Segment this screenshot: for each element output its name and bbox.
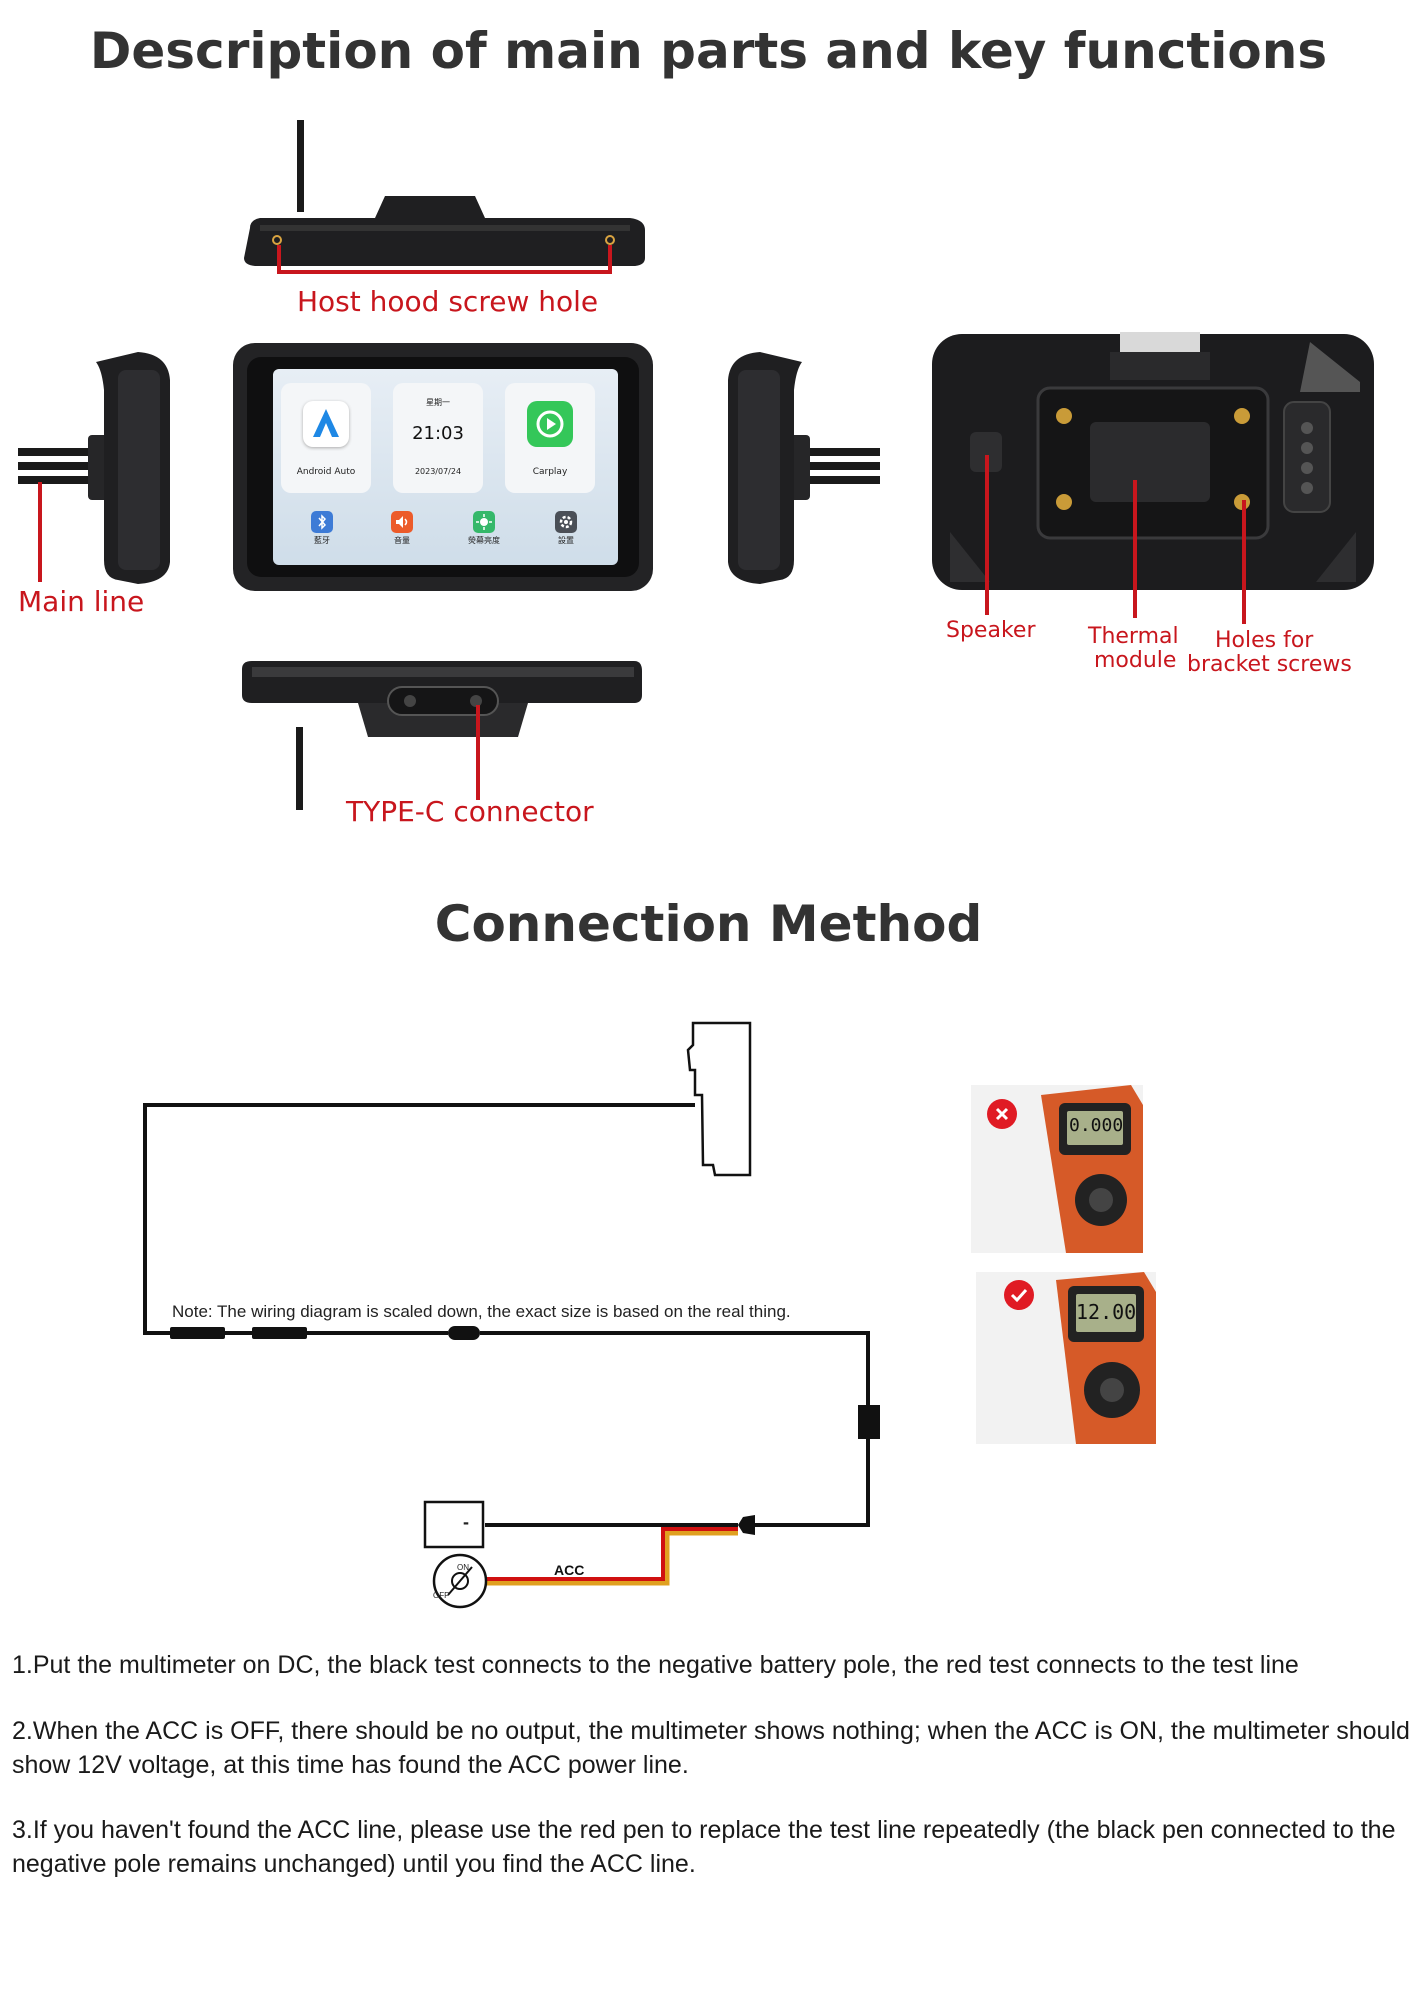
acc-label: ACC	[554, 1562, 585, 1578]
battery-negative-sign: -	[463, 1512, 469, 1532]
brightness-icon[interactable]	[473, 511, 495, 533]
right-reading: 12.00	[1076, 1300, 1137, 1324]
switch-on-label: ON	[457, 1563, 469, 1572]
device-left-side-view	[18, 350, 178, 590]
device-right-side-view	[720, 350, 880, 590]
date-label: 2023/07/24	[414, 467, 462, 476]
label-holes-line1: Holes for	[1215, 628, 1314, 653]
bluetooth-label: 藍牙	[314, 536, 330, 545]
instruction-3: 3.If you haven't found the ACC line, ple…	[12, 1816, 1396, 1878]
volume-label: 音量	[394, 536, 410, 545]
instruction-2: 2.When the ACC is OFF, there should be n…	[12, 1717, 1410, 1779]
multimeter-wrong-photo: 0.000	[971, 1085, 1143, 1253]
label-holes-line2: bracket screws	[1187, 652, 1352, 677]
multimeter-right-photo: 12.00	[976, 1272, 1156, 1444]
label-speaker: Speaker	[946, 618, 1036, 643]
section-title-connection-method: Connection Method	[434, 895, 983, 953]
screen-display: Android Auto 星期一 21:03 2023/07/24 Carpla…	[273, 369, 618, 565]
wiring-note: Note: The wiring diagram is scaled down,…	[172, 1302, 791, 1321]
carplay-icon	[527, 401, 573, 447]
wrong-x-icon	[987, 1099, 1017, 1129]
android-auto-icon	[303, 401, 349, 447]
device-top-view	[240, 120, 650, 280]
time-label: 21:03	[412, 423, 464, 444]
label-host-hood-screw-hole: Host hood screw hole	[297, 285, 599, 318]
clock-tile: 星期一 21:03 2023/07/24	[393, 383, 483, 493]
label-thermal-line2: module	[1094, 648, 1177, 673]
wrong-reading: 0.000	[1069, 1115, 1124, 1136]
android-auto-label: Android Auto	[296, 467, 356, 477]
android-auto-tile[interactable]: Android Auto	[281, 383, 371, 493]
volume-icon[interactable]	[391, 511, 413, 533]
weekday-label: 星期一	[426, 398, 450, 407]
bluetooth-icon[interactable]	[311, 511, 333, 533]
check-icon	[1004, 1280, 1034, 1310]
label-main-line: Main line	[18, 585, 145, 618]
switch-off-label: OFF	[433, 1591, 449, 1600]
label-type-c-connector: TYPE-C connector	[346, 795, 594, 828]
device-back-view	[930, 332, 1376, 592]
section-title-main-parts: Description of main parts and key functi…	[89, 22, 1328, 80]
settings-gear-icon[interactable]	[555, 511, 577, 533]
settings-label: 設置	[558, 536, 574, 545]
label-thermal-line1: Thermal	[1088, 624, 1179, 649]
carplay-tile[interactable]: Carplay	[505, 383, 595, 493]
instruction-1: 1.Put the multimeter on DC, the black te…	[12, 1651, 1299, 1679]
device-front-screen: Android Auto 星期一 21:03 2023/07/24 Carpla…	[233, 343, 653, 591]
brightness-label: 熒幕亮度	[468, 536, 500, 545]
carplay-label: Carplay	[532, 467, 568, 477]
wiring-diagram: Note: The wiring diagram is scaled down,…	[130, 1015, 910, 1625]
device-bottom-view	[238, 655, 646, 810]
